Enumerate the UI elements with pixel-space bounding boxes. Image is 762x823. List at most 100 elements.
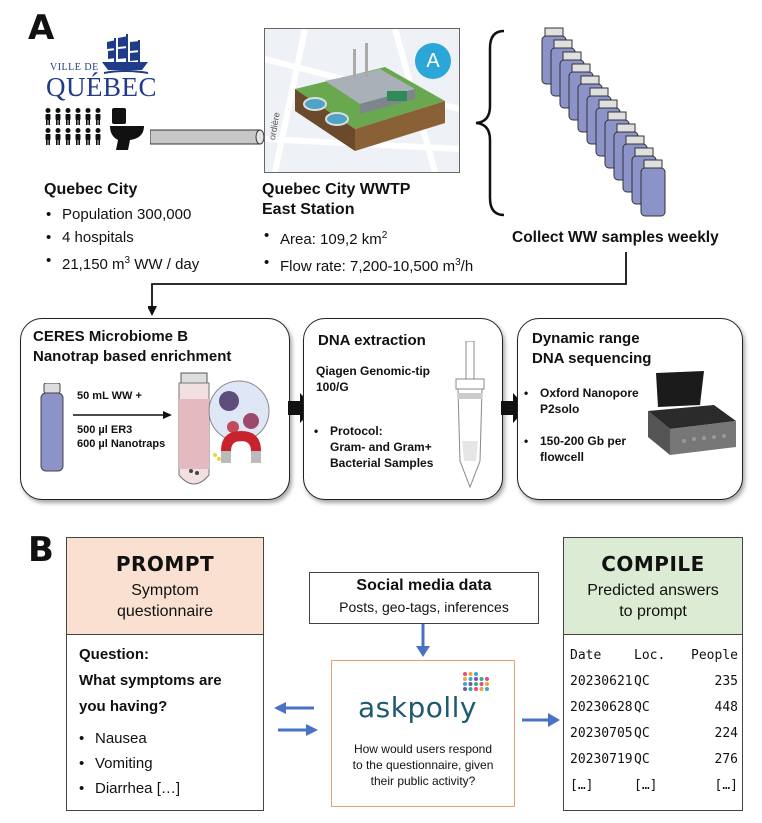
column-icon: [450, 340, 490, 496]
collect-label: Collect WW samples weekly: [512, 229, 719, 246]
polly-dot: [479, 677, 484, 681]
polly-dot: [479, 682, 484, 686]
flow-connector-arrow: [147, 250, 638, 325]
city-facts: Population 300,000 4 hospitals 21,150 m3…: [44, 203, 244, 276]
right-arrow: [522, 712, 562, 733]
prompt-box: PROMPT Symptom questionnaire Question: W…: [66, 537, 264, 811]
city-hospitals: 4 hospitals: [44, 226, 244, 249]
askpolly-dots-icon: [462, 671, 492, 698]
wwtp-facts: Area: 109,2 km2 Flow rate: 7,200-10,500 …: [262, 224, 522, 278]
compile-header: COMPILE Predicted answers to prompt: [564, 538, 742, 635]
wwtp-map: A ordière: [264, 28, 460, 173]
down-arrow: [415, 624, 431, 663]
city-flow: 21,150 m3 WW / day: [44, 249, 244, 276]
enrichment-arrow: [73, 407, 173, 425]
city-population: Population 300,000: [44, 203, 244, 226]
polly-dot: [479, 687, 484, 691]
vial-cap: [544, 27, 564, 37]
polly-dot: [485, 682, 489, 686]
polly-dot: [468, 682, 473, 686]
social-media-box: Social media data Posts, geo-tags, infer…: [309, 572, 539, 624]
table-row: 20230621 QC 235: [570, 674, 738, 689]
polly-dot: [463, 687, 467, 691]
population-icon: [44, 108, 154, 157]
polly-dot: [463, 682, 467, 686]
table-header: Date Loc. People: [570, 648, 738, 663]
enrichment-subtitle: Nanotrap based enrichment: [33, 348, 232, 365]
polly-dot: [474, 687, 478, 691]
table-row: 20230719 QC 276: [570, 752, 738, 767]
symptom-nausea: Nausea: [77, 726, 257, 751]
polly-dot: [468, 687, 473, 691]
polly-dot: [485, 687, 489, 691]
polly-dot: [474, 682, 478, 686]
vial-cap: [616, 123, 636, 133]
wwtp-subtitle: East Station: [262, 201, 355, 218]
step-arrow-1: [288, 393, 314, 428]
prompt-header: PROMPT Symptom questionnaire: [67, 538, 263, 635]
polly-dot: [474, 672, 478, 676]
social-media-subtitle: Posts, geo-tags, inferences: [339, 599, 509, 615]
prompt-subtitle-2: questionnaire: [116, 603, 214, 620]
symptom-vomiting: Vomiting: [77, 751, 257, 776]
compile-subtitle-1: Predicted answers: [587, 582, 719, 599]
nanotrap-tube-icon: [171, 371, 283, 500]
panel-b-label: B: [28, 530, 54, 570]
wwtp-title: Quebec City WWTP: [262, 181, 411, 198]
enrichment-step-box: CERES Microbiome B Nanotrap based enrich…: [20, 318, 290, 500]
prompt-title: PROMPT: [115, 552, 215, 576]
prompt-subtitle-1: Symptom: [131, 582, 199, 599]
quebec-logo: VILLE DE QUÉBEC: [44, 32, 157, 102]
social-media-title: Social media data: [356, 577, 492, 594]
vial-cap: [553, 39, 573, 49]
table-row: 20230705 QC 224: [570, 726, 738, 741]
table-row: […] […] […]: [570, 778, 738, 793]
protocol-item: Protocol:Gram- and Gram+Bacterial Sample…: [312, 423, 462, 471]
vial-body: [640, 167, 666, 217]
vial-cap: [598, 99, 618, 109]
city-title: Quebec City: [44, 181, 138, 198]
vial-cap: [607, 111, 627, 121]
question-label: Question:: [79, 646, 149, 663]
enrichment-er3: 500 µl ER3: [77, 424, 133, 436]
sewer-pipe: [149, 128, 265, 151]
table-row: 20230628 QC 448: [570, 700, 738, 715]
toilet-icon: [110, 108, 144, 150]
compile-box: COMPILE Predicted answers to prompt Date…: [563, 537, 743, 811]
map-badge: A: [415, 43, 451, 79]
symptom-diarrhea: Diarrhea […]: [77, 776, 257, 801]
question-line-2: you having?: [79, 698, 168, 715]
left-right-arrows: [274, 700, 320, 745]
vial-cap: [589, 87, 609, 97]
symptom-list: Nausea Vomiting Diarrhea […]: [77, 726, 257, 801]
vial-cap: [580, 75, 600, 85]
logo-ville-de: VILLE DE: [50, 62, 99, 73]
sample-vials: [530, 20, 710, 225]
wwtp-flow: Flow rate: 7,200-10,500 m3/h: [262, 251, 522, 278]
step-arrow-2: [501, 393, 527, 428]
brace-icon: [470, 28, 510, 223]
enrichment-title: CERES Microbiome B: [33, 328, 189, 345]
compile-table: Date Loc. People 20230621 QC 235 2023062…: [570, 648, 738, 804]
vial-cap: [562, 51, 582, 61]
compile-subtitle-2: to prompt: [619, 603, 687, 620]
polly-dot: [463, 672, 467, 676]
dna-extraction-title: DNA extraction: [318, 332, 426, 349]
wwtp-area: Area: 109,2 km2: [262, 224, 522, 251]
askpolly-brand: askpolly: [358, 691, 477, 724]
polly-dot: [463, 677, 467, 681]
ww-vial-icon: [39, 382, 65, 478]
vial-cap: [643, 159, 663, 169]
polly-dot: [485, 677, 489, 681]
sequencing-subtitle: DNA sequencing: [532, 350, 652, 367]
panel-a-label: A: [28, 8, 55, 48]
vial-cap: [571, 63, 591, 73]
enrichment-nanotraps: 600 µl Nanotraps: [77, 438, 166, 450]
